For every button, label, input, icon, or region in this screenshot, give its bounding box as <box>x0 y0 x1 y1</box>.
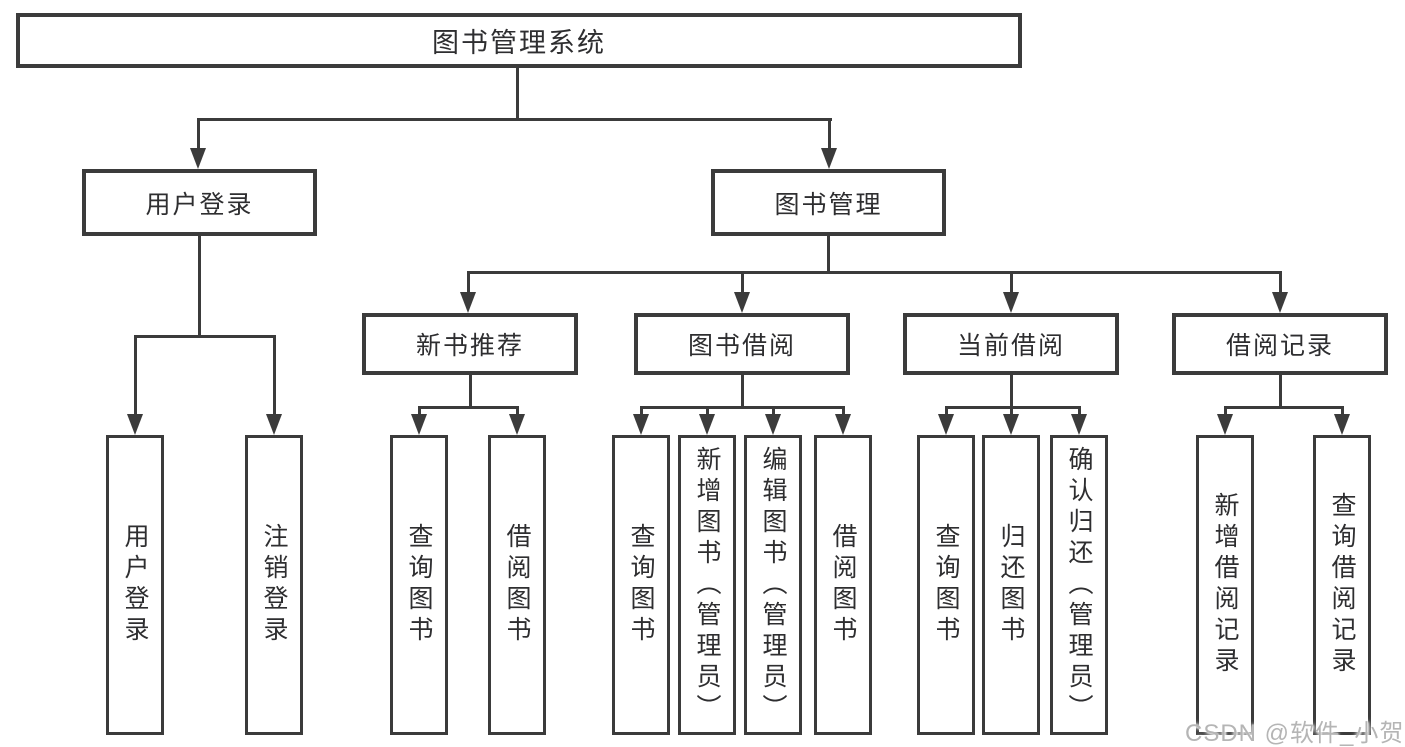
connector-line <box>418 406 421 414</box>
arrow-down-icon <box>938 414 954 435</box>
leaf-current-confirm-return-admin: 确认归还（管理员） <box>1050 435 1108 735</box>
node-label: 借阅图书 <box>829 523 857 647</box>
arrow-down-icon <box>190 148 206 169</box>
connector-line <box>1341 406 1344 414</box>
connector-line <box>640 406 643 414</box>
leaf-recommend-query-books: 查询图书 <box>390 435 448 735</box>
node-book-borrowing: 图书借阅 <box>634 313 850 375</box>
connector-line <box>828 118 831 148</box>
node-label: 图书管理 <box>774 190 883 219</box>
connector-line <box>1010 375 1013 406</box>
arrow-down-icon <box>460 292 476 313</box>
connector-line <box>134 335 276 338</box>
node-label: 图书管理系统 <box>432 28 606 58</box>
connector-line <box>469 375 472 406</box>
connector-line <box>706 406 709 414</box>
connector-line <box>197 118 200 148</box>
csdn-watermark: CSDN @软件_小贺同学 <box>1185 720 1405 747</box>
leaf-borrow-query-books: 查询图书 <box>612 435 670 735</box>
leaf-borrow-add-books-admin: 新增图书（管理员） <box>678 435 736 735</box>
connector-line <box>273 335 276 414</box>
connector-line <box>516 406 519 414</box>
node-label: 查询图书 <box>932 523 960 647</box>
connector-line <box>772 406 775 414</box>
connector-line <box>197 118 832 121</box>
connector-line <box>1078 406 1081 414</box>
leaf-records-query-record: 查询借阅记录 <box>1313 435 1371 735</box>
leaf-logout: 注销登录 <box>245 435 303 735</box>
node-borrowing-records: 借阅记录 <box>1172 313 1388 375</box>
connector-line <box>1010 271 1013 292</box>
node-label: 新增图书（管理员） <box>693 445 721 725</box>
connector-line <box>1279 375 1282 406</box>
connector-line <box>741 271 744 292</box>
connector-line <box>1224 406 1227 414</box>
arrow-down-icon <box>1272 292 1288 313</box>
arrow-down-icon <box>821 148 837 169</box>
arrow-down-icon <box>699 414 715 435</box>
leaf-current-return-books: 归还图书 <box>982 435 1040 735</box>
arrow-down-icon <box>1003 292 1019 313</box>
arrow-down-icon <box>1334 414 1350 435</box>
arrow-down-icon <box>266 414 282 435</box>
node-label: 借阅图书 <box>503 523 531 647</box>
node-root-library-system: 图书管理系统 <box>16 13 1022 68</box>
leaf-borrow-edit-books-admin: 编辑图书（管理员） <box>744 435 802 735</box>
node-label: 图书借阅 <box>687 332 796 360</box>
node-user-login: 用户登录 <box>82 169 317 236</box>
node-label: 归还图书 <box>997 523 1025 647</box>
node-label: 用户登录 <box>121 523 149 647</box>
node-current-borrowing: 当前借阅 <box>903 313 1119 375</box>
leaf-records-add-record: 新增借阅记录 <box>1196 435 1254 735</box>
connector-line <box>640 406 845 409</box>
leaf-current-query-books: 查询图书 <box>917 435 975 735</box>
arrow-down-icon <box>1071 414 1087 435</box>
arrow-down-icon <box>734 292 750 313</box>
node-label: 用户登录 <box>145 190 254 219</box>
arrow-down-icon <box>835 414 851 435</box>
arrow-down-icon <box>633 414 649 435</box>
node-label: 查询图书 <box>405 523 433 647</box>
connector-line <box>467 271 470 292</box>
node-label: 查询图书 <box>627 523 655 647</box>
node-label: 借阅记录 <box>1225 332 1334 360</box>
connector-line <box>1224 406 1344 409</box>
leaf-user-login: 用户登录 <box>106 435 164 735</box>
node-label: 编辑图书（管理员） <box>759 445 787 725</box>
leaf-borrow-borrow-books: 借阅图书 <box>814 435 872 735</box>
node-label: 查询借阅记录 <box>1328 492 1356 678</box>
node-label: 注销登录 <box>260 523 288 647</box>
connector-line <box>945 406 1081 409</box>
arrow-down-icon <box>1003 414 1019 435</box>
connector-line <box>741 375 744 406</box>
leaf-recommend-borrow-books: 借阅图书 <box>488 435 546 735</box>
arrow-down-icon <box>1217 414 1233 435</box>
connector-line <box>134 335 137 414</box>
connector-line <box>945 406 948 414</box>
connector-line <box>418 406 519 409</box>
node-label: 新书推荐 <box>415 332 524 360</box>
connector-line <box>1010 406 1013 414</box>
arrow-down-icon <box>765 414 781 435</box>
connector-line <box>1279 271 1282 292</box>
node-new-book-recommend: 新书推荐 <box>362 313 578 375</box>
connector-line <box>842 406 845 414</box>
arrow-down-icon <box>411 414 427 435</box>
node-label: 确认归还（管理员） <box>1065 445 1093 725</box>
connector-line <box>467 271 1282 274</box>
arrow-down-icon <box>509 414 525 435</box>
node-label: 新增借阅记录 <box>1211 492 1239 678</box>
connector-line <box>827 236 830 271</box>
node-label: 当前借阅 <box>956 332 1065 360</box>
node-book-management: 图书管理 <box>711 169 946 236</box>
connector-line <box>516 68 519 118</box>
arrow-down-icon <box>127 414 143 435</box>
connector-line <box>198 236 201 335</box>
